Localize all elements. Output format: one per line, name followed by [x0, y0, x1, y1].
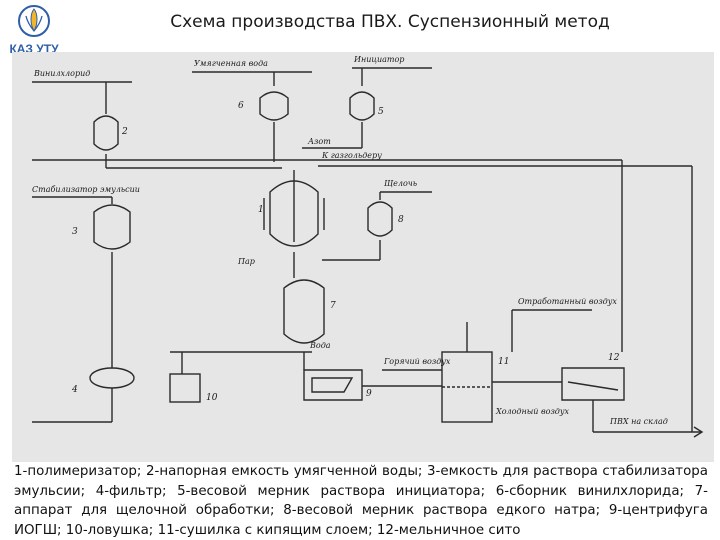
vessel-7: [283, 279, 325, 344]
vessel-6: [259, 91, 289, 121]
label-water: Вода: [309, 341, 331, 350]
label-softened-water: Умягченная вода: [194, 59, 268, 68]
equipment-number: 5: [378, 107, 384, 117]
vessel-2: [93, 115, 119, 151]
label-alkali: Щелочь: [384, 179, 417, 188]
equipment-number: 8: [398, 215, 404, 225]
equipment-legend: 1-полимеризатор; 2-напорная емкость умяг…: [14, 464, 708, 538]
vessel-3: [93, 204, 131, 250]
equipment-number: 10: [206, 393, 218, 403]
label-emulsion-stabilizer: Стабилизатор эмульсии: [32, 185, 140, 194]
equipment-number: 3: [72, 227, 78, 237]
label-nitrogen: Азот: [307, 137, 331, 146]
label-to-gas-holder: К газгольдеру: [321, 151, 382, 160]
filter-4: [89, 367, 135, 389]
vessel-8: [367, 201, 393, 237]
page-title: Схема производства ПВХ. Суспензионный ме…: [170, 12, 610, 32]
vessel-1-polymerizer: [269, 180, 319, 247]
process-scheme: Винилхлорид Умягченная вода Инициатор Аз…: [12, 52, 714, 462]
label-steam: Пар: [237, 257, 255, 266]
process-scheme-drawing: Винилхлорид Умягченная вода Инициатор Аз…: [32, 55, 704, 438]
label-initiator: Инициатор: [353, 55, 404, 64]
equipment-number: 4: [71, 385, 78, 395]
label-vinyl-chloride: Винилхлорид: [33, 69, 90, 78]
sieve-screen: [567, 381, 619, 391]
vessel-5: [349, 91, 375, 121]
mill-sieve-12: [561, 367, 625, 401]
label-hot-air: Горячий воздух: [383, 357, 451, 366]
equipment-number: 11: [498, 357, 509, 367]
centrifuge-9: [303, 369, 363, 401]
equipment-number: 1: [258, 205, 264, 215]
equipment-number: 12: [608, 353, 620, 363]
equipment-number: 6: [238, 101, 244, 111]
label-cold-air: Холодный воздух: [495, 407, 570, 416]
equipment-number: 7: [330, 301, 336, 311]
arrow: [693, 426, 704, 438]
trap-10: [169, 373, 201, 403]
vessel-jacket: [263, 198, 325, 230]
label-pvc-to-storage: ПВХ на склад: [609, 417, 668, 426]
equipment-number: 9: [366, 389, 372, 399]
equipment-number: 2: [121, 127, 128, 137]
centrifuge-drum: [311, 377, 354, 393]
label-spent-air: Отработанный воздух: [518, 297, 617, 306]
